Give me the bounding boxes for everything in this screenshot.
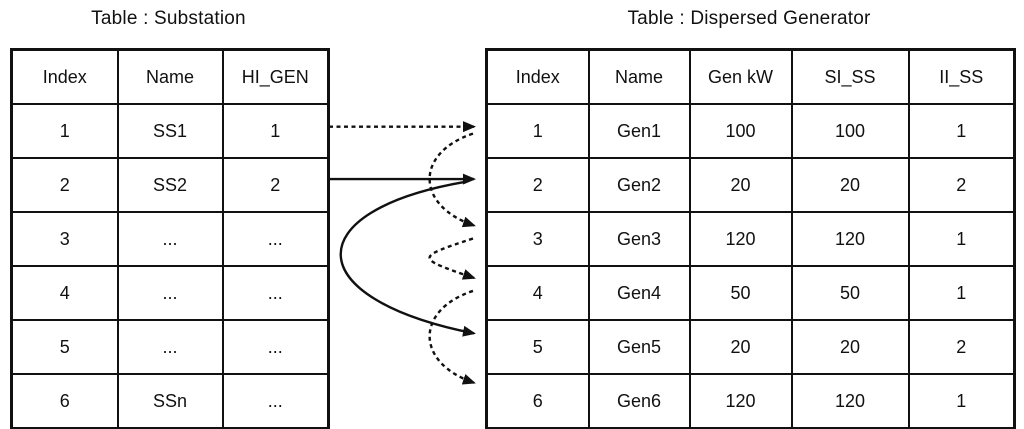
table-cell: 6 <box>485 373 590 429</box>
gen4-next-to-gen6-arrow <box>428 289 476 385</box>
gen1-next-to-gen3-arrow <box>428 132 476 228</box>
column-header: Index <box>10 48 119 105</box>
table-cell: 1 <box>907 103 1016 159</box>
table-cell: ... <box>221 319 330 375</box>
table-cell: Gen2 <box>587 157 691 213</box>
table-cell: Gen5 <box>587 319 691 375</box>
table-cell: Gen4 <box>587 265 691 321</box>
table-cell: 1 <box>907 373 1016 429</box>
generator-table-title: Table : Dispersed Generator <box>627 8 871 29</box>
table-cell: SSn <box>116 373 224 429</box>
table-cell: ... <box>221 265 330 321</box>
table-cell: 6 <box>10 373 119 429</box>
table-cell: 4 <box>485 265 590 321</box>
table-cell: 1 <box>907 211 1016 267</box>
table-cell: 3 <box>10 211 119 267</box>
table-cell: 120 <box>790 211 910 267</box>
table-cell: 50 <box>790 265 910 321</box>
table-cell: 100 <box>688 103 793 159</box>
table-cell: 1 <box>907 265 1016 321</box>
table-cell: 2 <box>10 157 119 213</box>
table-cell: 1 <box>10 103 119 159</box>
table-cell: 1 <box>485 103 590 159</box>
table-cell: ... <box>221 211 330 267</box>
table-cell: ... <box>116 211 224 267</box>
table-cell: SS1 <box>116 103 224 159</box>
column-header: II_SS <box>907 48 1016 105</box>
table-cell: 1 <box>221 103 330 159</box>
table-cell: ... <box>116 265 224 321</box>
table-cell: 2 <box>907 319 1016 375</box>
column-header: Gen kW <box>688 48 793 105</box>
table-cell: Gen1 <box>587 103 691 159</box>
table-cell: 120 <box>790 373 910 429</box>
table-cell: 4 <box>10 265 119 321</box>
table-cell: 5 <box>485 319 590 375</box>
table-cell: 2 <box>485 157 590 213</box>
table-cell: 50 <box>688 265 793 321</box>
column-header: SI_SS <box>790 48 910 105</box>
table-cell: 2 <box>907 157 1016 213</box>
table-row: 5...... <box>10 319 330 375</box>
table-cell: SS2 <box>116 157 224 213</box>
table-row: 4...... <box>10 265 330 321</box>
table-cell: 5 <box>10 319 119 375</box>
table-cell: 2 <box>221 157 330 213</box>
table-cell: Gen3 <box>587 211 691 267</box>
table-cell: 20 <box>790 319 910 375</box>
table-cell: 100 <box>790 103 910 159</box>
substation-table-title: Table : Substation <box>91 8 246 29</box>
table-cell: 20 <box>688 157 793 213</box>
table-cell: ... <box>221 373 330 429</box>
column-header: Index <box>485 48 590 105</box>
table-cell: 120 <box>688 373 793 429</box>
table-cell: Gen6 <box>587 373 691 429</box>
column-header: Name <box>116 48 224 105</box>
table-cell: 20 <box>790 157 910 213</box>
column-header: Name <box>587 48 691 105</box>
table-row: 3...... <box>10 211 330 267</box>
gen3-next-to-gen4-arrow <box>428 237 476 280</box>
column-header: HI_GEN <box>221 48 330 105</box>
table-cell: 20 <box>688 319 793 375</box>
table-cell: 120 <box>688 211 793 267</box>
table-cell: 3 <box>485 211 590 267</box>
gen2-next-to-gen5-arrow <box>339 180 476 337</box>
table-cell: ... <box>116 319 224 375</box>
